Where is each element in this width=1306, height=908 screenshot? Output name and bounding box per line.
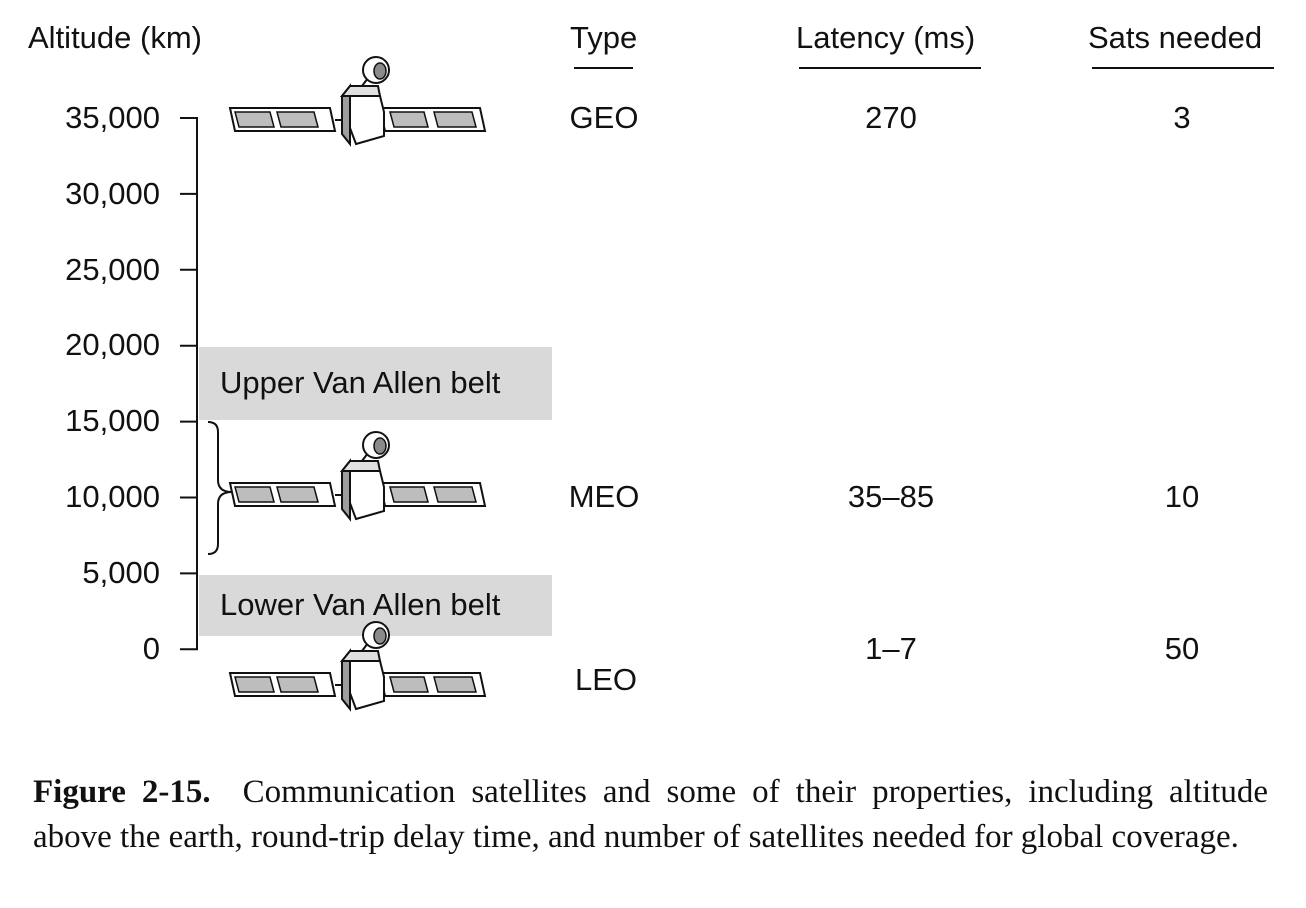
header-type-underline	[574, 67, 633, 69]
geo-satellite-icon	[229, 56, 486, 145]
meo-satellite-icon	[229, 431, 486, 520]
tick-label-15000: 15,000	[65, 403, 160, 438]
lower-belt-label: Lower Van Allen belt	[220, 587, 501, 622]
header-latency: Latency (ms)	[796, 20, 976, 55]
meo-range-brace	[207, 421, 233, 555]
geo-latency: 270	[865, 100, 917, 135]
altitude-ticks	[180, 117, 198, 651]
leo-latency: 1–7	[865, 631, 917, 666]
tick-label-0: 0	[142, 631, 160, 666]
tick-label-5000: 5,000	[82, 555, 160, 590]
geo-sats: 3	[1173, 100, 1191, 135]
header-altitude: Altitude (km)	[28, 20, 202, 55]
leo-satellite-icon	[229, 621, 486, 710]
caption-text: Communication satellites and some of the…	[33, 774, 1268, 855]
meo-type: MEO	[568, 479, 640, 514]
figure-caption: Figure 2-15. Communication satellites an…	[33, 770, 1268, 860]
tick-label-35000: 35,000	[65, 100, 160, 135]
upper-van-allen-belt	[199, 347, 552, 420]
leo-type: LEO	[574, 662, 638, 697]
tick-label-10000: 10,000	[65, 479, 160, 514]
tick-label-30000: 30,000	[65, 176, 160, 211]
tick-label-20000: 20,000	[65, 327, 160, 362]
meo-latency: 35–85	[847, 479, 935, 514]
meo-sats: 10	[1164, 479, 1200, 514]
header-sats-underline	[1092, 67, 1274, 69]
tick-label-25000: 25,000	[65, 252, 160, 287]
header-latency-underline	[799, 67, 981, 69]
geo-type: GEO	[569, 100, 639, 135]
leo-sats: 50	[1164, 631, 1200, 666]
caption-label: Figure 2-15.	[33, 774, 211, 810]
upper-belt-label: Upper Van Allen belt	[220, 365, 501, 400]
altitude-axis-graphic	[180, 56, 486, 710]
header-type: Type	[570, 20, 638, 55]
header-sats-needed: Sats needed	[1088, 20, 1263, 55]
